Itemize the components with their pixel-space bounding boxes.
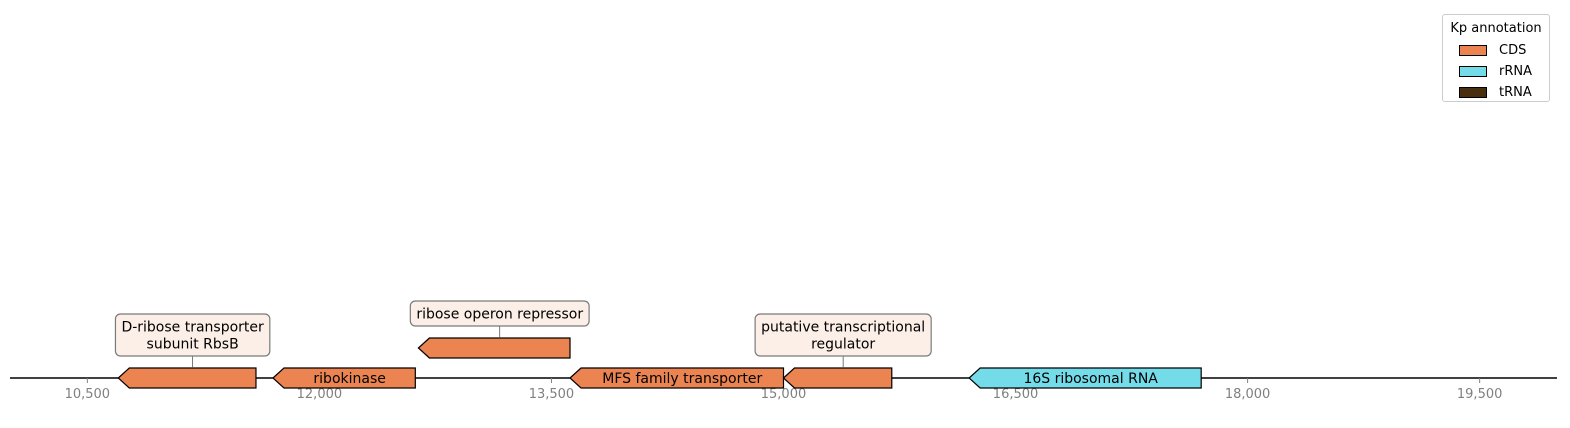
feature-rbsK xyxy=(272,367,416,389)
callout-rbsR: ribose operon repressor xyxy=(409,300,590,338)
feature-rbsB xyxy=(117,367,257,389)
legend-swatch-cds xyxy=(1459,44,1487,56)
callout-text: subunit RbsB xyxy=(147,337,239,353)
feature-label-mfs: MFS family transporter xyxy=(602,371,762,387)
feature-rbsR xyxy=(417,337,571,359)
legend-swatch-rrna xyxy=(1459,65,1487,77)
callout-box xyxy=(409,300,590,327)
legend-label-trna: tRNA xyxy=(1499,84,1532,100)
legend-swatch-trna xyxy=(1459,86,1487,98)
legend-item-cds: CDS xyxy=(1459,42,1527,58)
feature-label-16s: 16S ribosomal RNA xyxy=(1023,371,1158,387)
axis-tick-label: 15,000 xyxy=(761,387,807,402)
legend-item-rrna: rRNA xyxy=(1459,63,1532,79)
feature-16s xyxy=(968,367,1202,389)
legend: Kp annotation CDS rRNA tRNA xyxy=(1442,14,1550,102)
axis-ticks: 10,500 12,000 13,500 15,000 16,500 18,000 19,5… xyxy=(65,378,1503,402)
callout-box xyxy=(754,313,932,357)
feature-reg xyxy=(782,367,893,389)
axis-tick-label: 16,500 xyxy=(993,387,1039,402)
features: ribokinase MFS family transporter 16S ribo… xyxy=(117,337,1202,389)
callout-text: regulator xyxy=(811,337,875,353)
axis-tick-label: 10,500 xyxy=(65,387,111,402)
legend-item-trna: tRNA xyxy=(1459,84,1532,100)
axis-tick-label: 12,000 xyxy=(297,387,343,402)
axis-tick-label: 19,500 xyxy=(1457,387,1503,402)
axis-tick-label: 13,500 xyxy=(529,387,575,402)
legend-label-rrna: rRNA xyxy=(1499,63,1532,79)
feature-label-rbsK: ribokinase xyxy=(313,371,385,387)
callout-text: D-ribose transporter xyxy=(121,320,264,336)
callout-text: putative transcriptional xyxy=(761,320,925,336)
legend-title: Kp annotation xyxy=(1450,21,1542,36)
legend-label-cds: CDS xyxy=(1499,42,1527,58)
axis-tick-label: 18,000 xyxy=(1225,387,1271,402)
callout-box xyxy=(114,313,271,357)
callout-text: ribose operon repressor xyxy=(416,307,583,323)
